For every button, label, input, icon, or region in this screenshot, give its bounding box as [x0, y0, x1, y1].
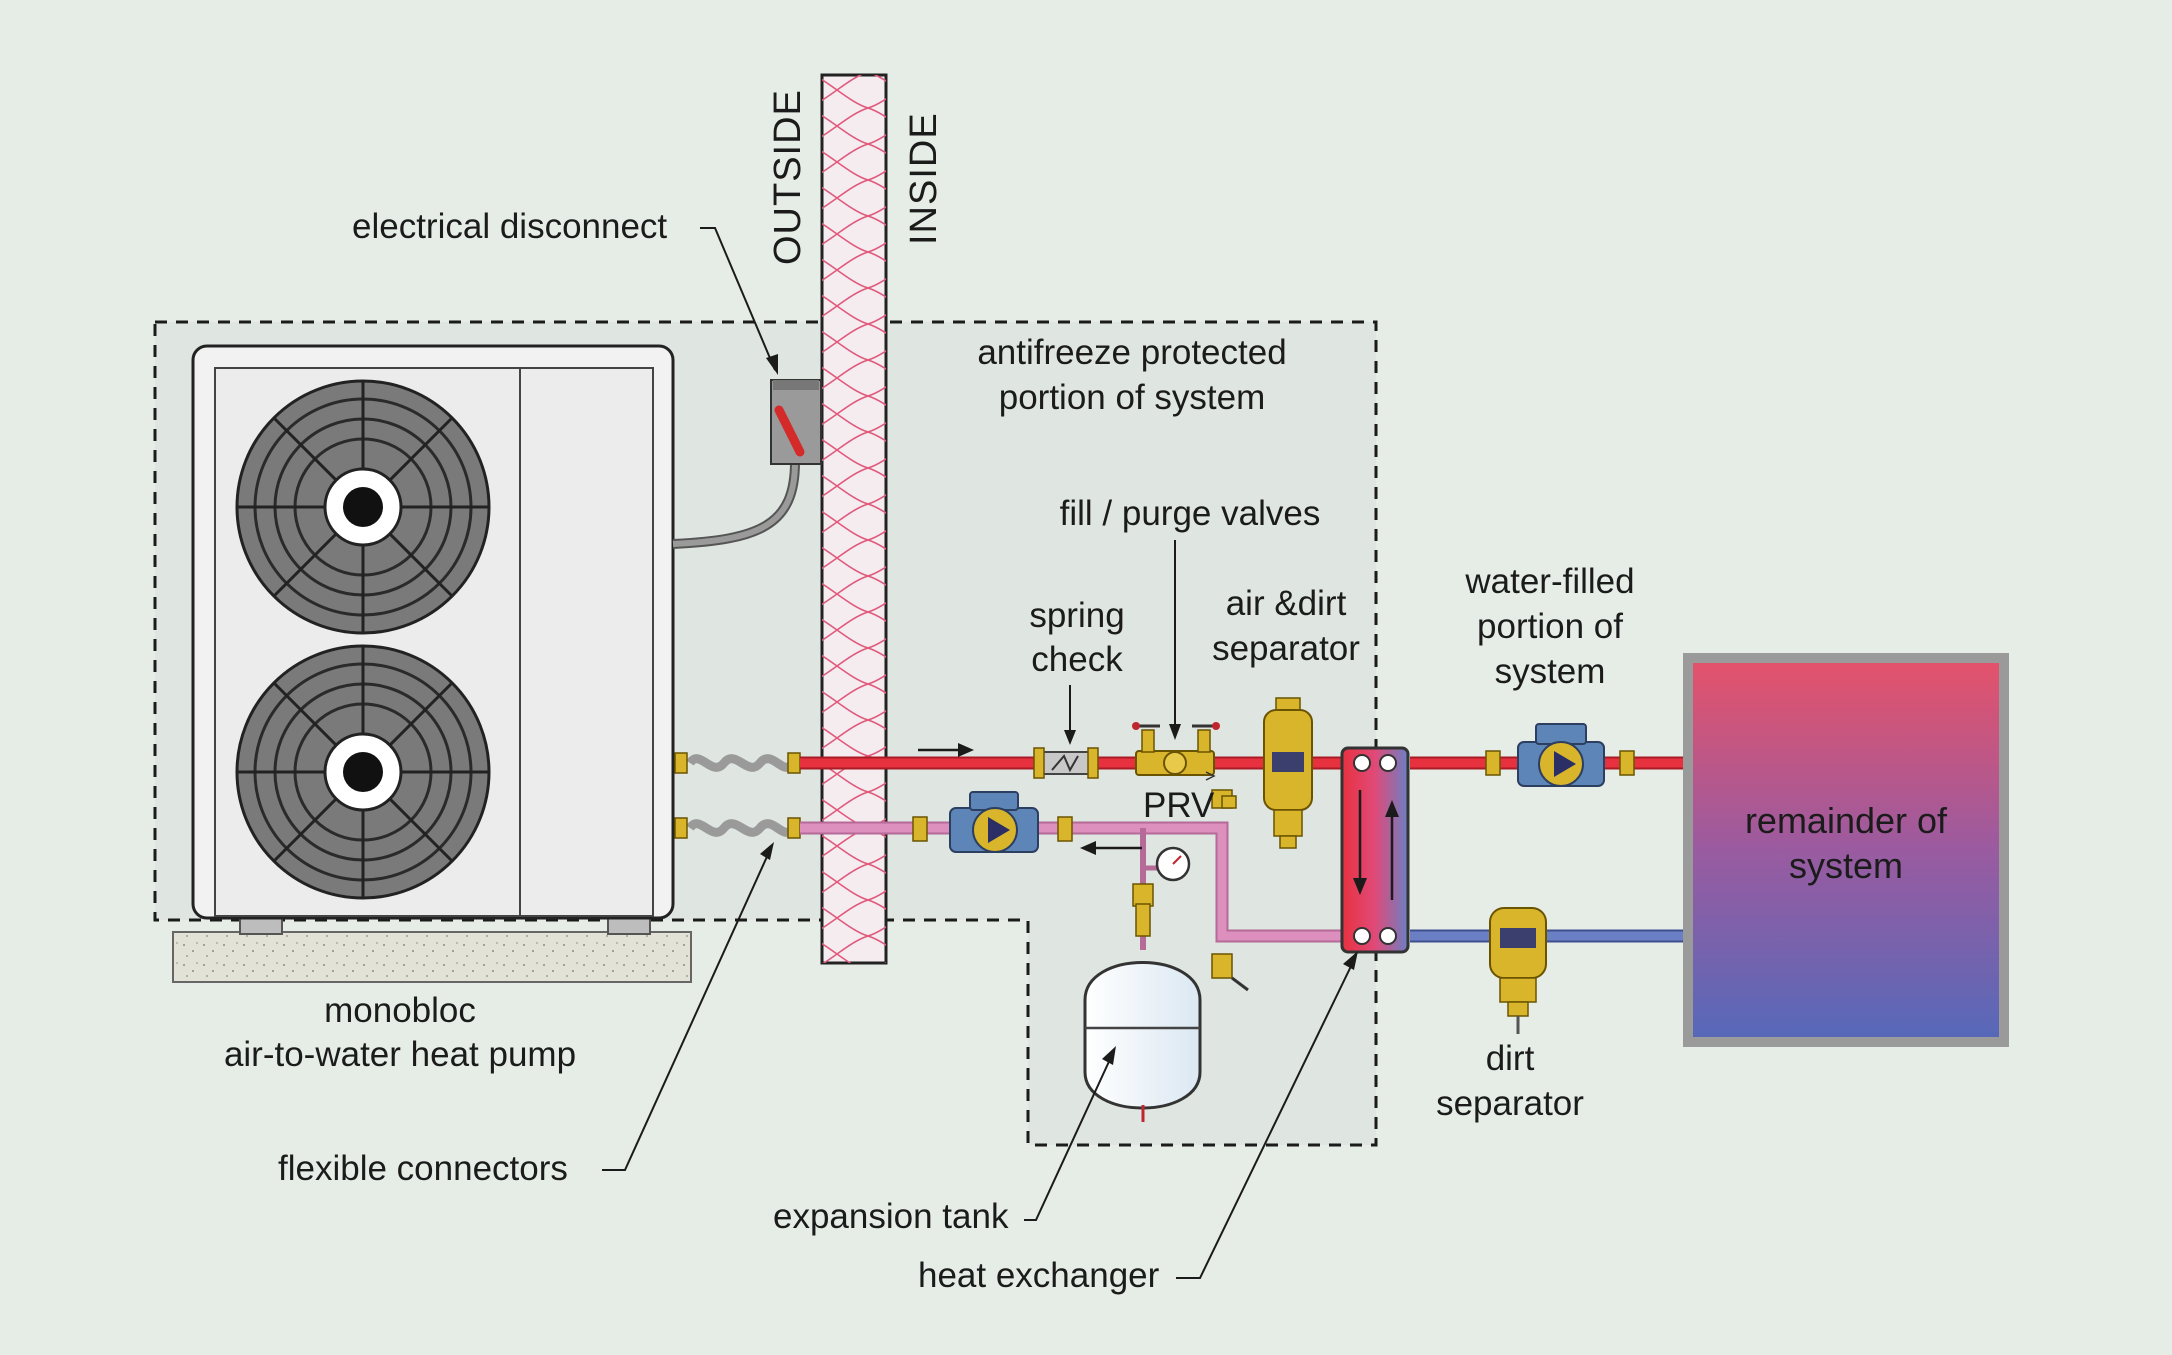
secondary-circulator	[1485, 723, 1635, 787]
monobloc-label-line1: monobloc	[324, 991, 476, 1030]
air-dirt-label-line1: air &dirt	[1226, 584, 1347, 623]
primary-circulator	[912, 791, 1073, 853]
heat-pump-unit	[191, 344, 675, 920]
flexible-connectors-label: flexible connectors	[278, 1149, 568, 1188]
leader-flexible	[602, 849, 771, 1171]
spring-check-label-line2: check	[1031, 640, 1123, 679]
remainder-label-line2: system	[1789, 845, 1903, 886]
heat-exchanger	[1340, 746, 1410, 954]
return-drain-valve	[1211, 953, 1249, 992]
air-dirt-separator	[1263, 697, 1313, 849]
flexible-connector-return	[674, 817, 801, 839]
fill-purge-label: fill / purge valves	[1060, 494, 1321, 533]
flow-arrow-return	[1080, 841, 1142, 855]
remainder-label-line1: remainder of	[1745, 800, 1948, 841]
pressure-gauge	[1132, 846, 1191, 907]
concrete-pad	[172, 931, 692, 983]
expansion-tank-label: expansion tank	[773, 1197, 1009, 1236]
outside-label: OUTSIDE	[767, 89, 809, 265]
air-dirt-label-line2: separator	[1212, 629, 1360, 668]
heat-exchanger-label: heat exchanger	[918, 1256, 1160, 1295]
spring-check-valve	[1033, 747, 1099, 779]
flow-arrow-supply	[918, 743, 974, 757]
antifreeze-label-line1: antifreeze protected	[977, 333, 1286, 372]
remainder-of-system-box	[1683, 653, 2009, 1047]
expansion-tank	[1083, 903, 1202, 1122]
dirt-separator-label-line1: dirt	[1486, 1039, 1535, 1078]
electrical-disconnect-label: electrical disconnect	[352, 207, 667, 246]
leader-expansion	[1024, 1054, 1113, 1221]
electrical-disconnect	[770, 379, 822, 465]
leader-heat-exchanger	[1176, 959, 1355, 1279]
dirt-separator	[1489, 907, 1547, 1034]
monobloc-label-line2: air-to-water heat pump	[224, 1035, 576, 1074]
pressure-relief-valve	[1205, 771, 1237, 809]
antifreeze-label-line2: portion of system	[999, 378, 1266, 417]
water-filled-label-line3: system	[1495, 652, 1606, 691]
inside-label: INSIDE	[903, 112, 945, 245]
water-filled-label-line2: portion of	[1477, 607, 1623, 646]
fill-purge-valves	[1132, 722, 1220, 776]
spring-check-label-line1: spring	[1029, 596, 1124, 635]
fan-bottom	[235, 644, 491, 900]
leader-electrical	[700, 227, 776, 371]
dirt-separator-label-line2: separator	[1436, 1084, 1584, 1123]
prv-label: PRV	[1143, 786, 1215, 825]
flexible-connector-supply	[674, 752, 801, 774]
water-filled-label-line1: water-filled	[1464, 562, 1634, 601]
fan-top	[235, 379, 491, 635]
